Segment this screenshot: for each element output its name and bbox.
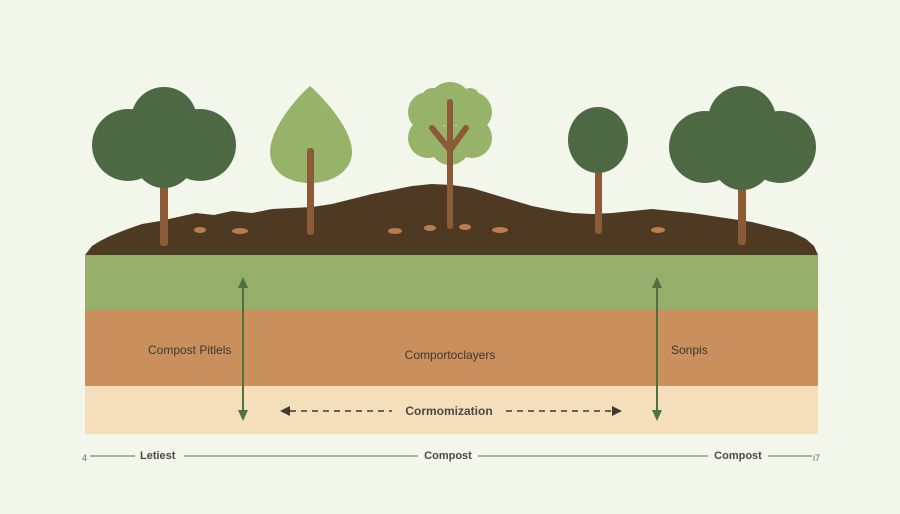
brown-layer	[85, 310, 818, 386]
soil-speck	[388, 228, 402, 234]
horizontal-dashed-arrow	[280, 406, 622, 416]
vertical-arrow-right	[652, 277, 662, 421]
tree-dark-round	[92, 87, 236, 246]
soil-speck	[194, 227, 206, 233]
soil-speck	[492, 227, 508, 233]
axis-left-label: Letiest	[140, 450, 176, 462]
tree-trunk	[429, 99, 469, 229]
tree-trunk	[595, 160, 602, 234]
tree-dark-round	[669, 86, 816, 245]
soil-speck	[424, 225, 436, 231]
axis-start-mark: 4	[82, 453, 88, 463]
tree-crown	[92, 87, 236, 188]
center-layer-label: Comportoclayers	[404, 348, 496, 362]
sand-layer	[85, 386, 818, 434]
tree-light-branching	[408, 82, 492, 229]
tree-crown	[669, 86, 816, 190]
horizontal-arrow-label: Cormomization	[405, 404, 493, 418]
left-layer-label: Compost Pitlels	[148, 343, 232, 357]
tree-dark-oval	[568, 107, 628, 234]
tree-trunk	[307, 148, 314, 235]
tree-light-teardrop	[270, 86, 352, 235]
soil-speck	[651, 227, 665, 233]
axis-center-label: Compost	[424, 450, 472, 462]
vertical-arrow-left	[238, 277, 248, 421]
right-layer-label: Sonpis	[671, 343, 708, 357]
axis-right-label: Compost	[714, 450, 762, 462]
axis-end-mark: i7	[813, 453, 821, 463]
soil-speck	[232, 228, 248, 234]
soil-speck	[459, 224, 471, 230]
green-layer	[85, 255, 818, 310]
soil-specks	[194, 224, 665, 234]
tree-crown	[568, 107, 628, 173]
tree-crown	[270, 86, 352, 183]
